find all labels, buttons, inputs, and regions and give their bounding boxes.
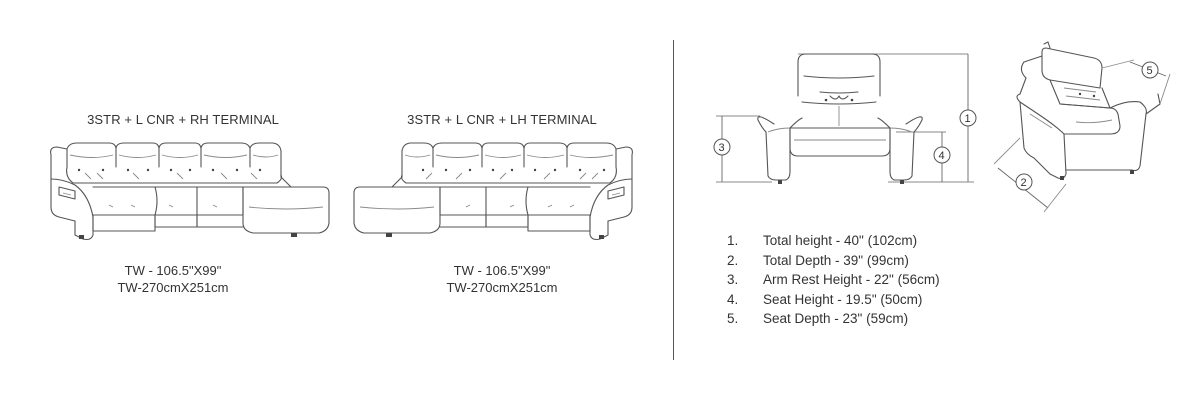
sofa-1-title: 3STR + L CNR + RH TERMINAL [87,112,279,127]
spec-number: 1. [727,233,739,248]
callout-1: 1 [965,113,971,125]
spec-item: 4. Seat Height - 19.5" (50cm) [727,290,1027,310]
sofa-1-size-in: TW - 106.5"X99" [124,263,222,278]
spec-text: Arm Rest Height - 22" (56cm) [763,272,940,287]
spec-number: 2. [727,252,739,268]
recliner-side-view-drawing: 5 2 [993,41,1171,213]
callout-3: 3 [719,142,725,154]
sofa-1-size-cm: TW-270cmX251cm [117,280,229,295]
spec-number: 3. [727,272,739,287]
callout-4: 4 [939,150,945,162]
sofa-2-size-cm: TW-270cmX251cm [446,280,558,295]
sofa-rh-terminal-drawing [50,142,330,241]
section-divider [673,40,674,360]
spec-item: 5. Seat Depth - 23" (59cm) [727,309,1027,329]
spec-item: 1. Total height - 40" (102cm) [727,231,1027,251]
spec-item: 2. Total Depth - 39" (99cm) [727,251,1027,271]
spec-number: 5. [727,311,739,326]
dimension-spec-list: 1. Total height - 40" (102cm) 2. Total D… [727,231,1027,329]
callout-5: 5 [1147,65,1153,77]
sofa-2-title: 3STR + L CNR + LH TERMINAL [407,112,597,127]
sofa-lh-terminal-drawing [353,142,633,241]
sofa-2-size-in: TW - 106.5"X99" [453,263,551,278]
spec-text: Total Depth - 39" (99cm) [763,252,909,268]
spec-text: Seat Depth - 23" (59cm) [763,311,909,326]
spec-item: 3. Arm Rest Height - 22" (56cm) [727,270,1027,290]
spec-text: Total height - 40" (102cm) [763,233,918,248]
spec-number: 4. [727,291,739,307]
callout-2: 2 [1021,177,1027,189]
recliner-front-view-drawing: 1 3 4 [713,53,977,184]
spec-text: Seat Height - 19.5" (50cm) [763,291,923,307]
